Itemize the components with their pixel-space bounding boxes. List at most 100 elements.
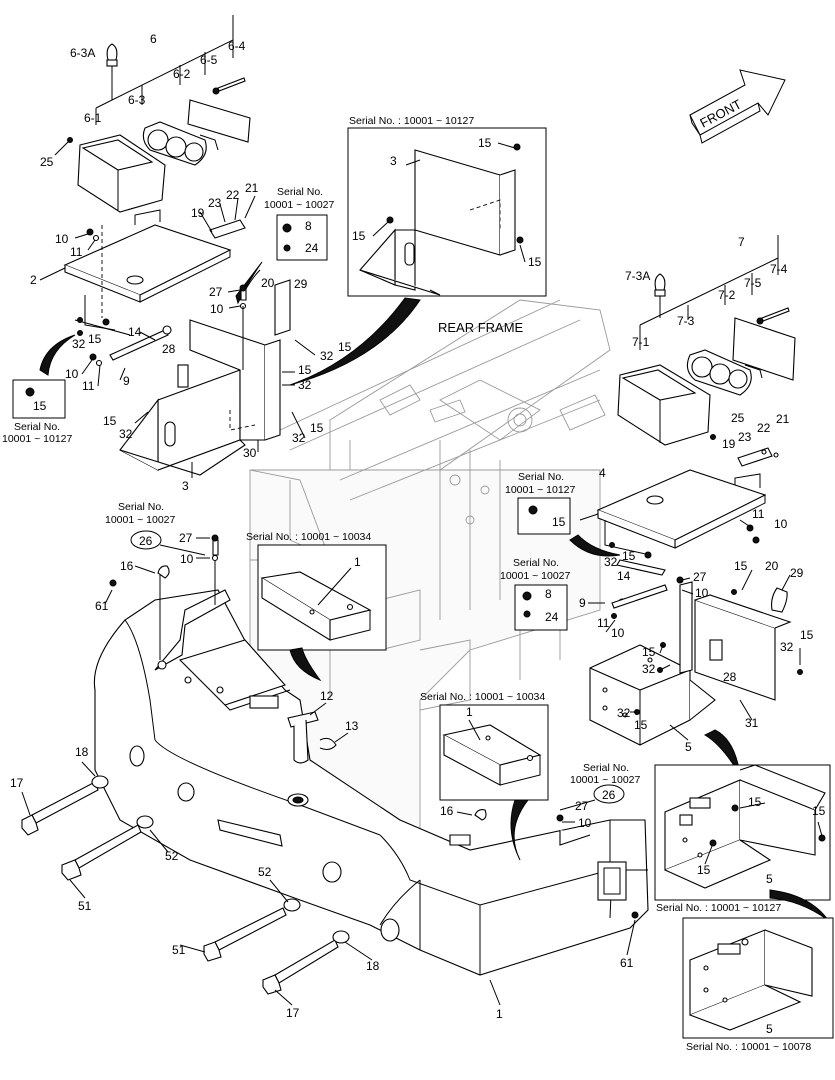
serial-note: Serial No. : 10001 ~ 10127 <box>656 902 781 914</box>
callout-1: 1 <box>496 1007 503 1021</box>
callout-6-4: 6-4 <box>228 39 246 53</box>
callout-10: 10 <box>774 517 788 531</box>
callout-15: 15 <box>812 804 826 818</box>
callout-32: 32 <box>72 337 86 351</box>
serial-note: Serial No. <box>277 186 323 198</box>
callout-25: 25 <box>731 411 745 425</box>
callout-19: 19 <box>722 437 736 451</box>
callout-7: 7 <box>738 235 745 249</box>
callout-19: 19 <box>191 206 205 220</box>
callout-32: 32 <box>292 431 306 445</box>
serial-note: Serial No. : 10001 ~ 10127 <box>349 115 474 127</box>
callout-5: 5 <box>766 872 773 886</box>
plate-4-right <box>596 469 767 576</box>
callout-15: 15 <box>352 229 366 243</box>
serial-box-15-left <box>12 379 66 419</box>
callout-9: 9 <box>123 374 130 388</box>
callout-15: 15 <box>697 863 711 877</box>
callout-32: 32 <box>617 706 631 720</box>
callout-8: 8 <box>545 587 552 601</box>
callout-21: 21 <box>245 181 259 195</box>
plate-1-inset-a <box>260 571 372 641</box>
callout-8: 8 <box>305 219 312 233</box>
callout-52: 52 <box>165 849 179 863</box>
bracket-5-right <box>589 576 803 746</box>
callout-15: 15 <box>103 414 117 428</box>
callout-15: 15 <box>33 399 47 413</box>
callout-32: 32 <box>119 427 133 441</box>
serial-note: 10001 ~ 10127 <box>2 433 73 445</box>
callout-32: 32 <box>780 640 794 654</box>
callout-7-2: 7-2 <box>718 288 736 302</box>
callout-2: 2 <box>30 273 37 287</box>
callout-31: 31 <box>745 716 759 730</box>
serial-note: Serial No. : 10001 ~ 10034 <box>246 531 371 543</box>
callout-24: 24 <box>305 241 319 255</box>
serial-note: 10001 ~ 10027 <box>105 514 176 526</box>
callout-26: 26 <box>139 534 153 548</box>
callout-32: 32 <box>604 555 618 569</box>
callout-15: 15 <box>298 363 312 377</box>
callout-15: 15 <box>622 549 636 563</box>
callout-15: 15 <box>88 332 102 346</box>
callout-10: 10 <box>180 552 194 566</box>
rear-frame-label: REAR FRAME <box>438 320 524 335</box>
bracket-5-inset-b <box>689 929 813 1031</box>
serial-note: 10001 ~ 10127 <box>505 484 576 496</box>
callout-27: 27 <box>575 799 589 813</box>
callout-6-1: 6-1 <box>84 111 102 125</box>
callout-6-2: 6-2 <box>173 67 191 81</box>
callout-7-3a: 7-3A <box>625 269 650 283</box>
counterweight-1 <box>93 560 649 976</box>
serial-box-8-24-left <box>276 214 328 261</box>
callout-30: 30 <box>243 446 257 460</box>
serial-note: Serial No. <box>513 557 559 569</box>
callout-10: 10 <box>65 367 79 381</box>
serial-note: Serial No. : 10001 ~ 10034 <box>420 691 545 703</box>
callout-24: 24 <box>545 610 559 624</box>
serial-note: Serial No. <box>518 471 564 483</box>
callout-28: 28 <box>162 342 176 356</box>
leader-lines <box>21 142 823 1006</box>
callout-10: 10 <box>210 302 224 316</box>
callout-51: 51 <box>172 943 186 957</box>
plate-2-left <box>39 209 232 367</box>
callout-14: 14 <box>617 569 631 583</box>
serial-note: Serial No. <box>118 501 164 513</box>
bolts-and-washers <box>21 775 350 995</box>
callout-10: 10 <box>578 816 592 830</box>
callout-21: 21 <box>776 412 790 426</box>
callout-20: 20 <box>765 559 779 573</box>
callout-3: 3 <box>390 154 397 168</box>
callout-20: 20 <box>261 276 275 290</box>
callout-7-1: 7-1 <box>632 335 650 349</box>
callout-32: 32 <box>320 349 334 363</box>
bracket-3-left <box>119 219 291 476</box>
callout-11: 11 <box>82 379 95 393</box>
callout-6-3: 6-3 <box>128 93 146 107</box>
serial-note: 10001 ~ 10027 <box>500 570 571 582</box>
callout-1: 1 <box>354 555 361 569</box>
serial-note: 10001 ~ 10027 <box>264 199 335 211</box>
callout-6-5: 6-5 <box>200 53 218 67</box>
callout-9: 9 <box>579 596 586 610</box>
bracket-5-inset-a <box>664 764 826 889</box>
right-lamp-group <box>617 235 796 467</box>
callout-18: 18 <box>366 959 380 973</box>
callout-22: 22 <box>226 188 240 202</box>
callout-3: 3 <box>182 479 189 493</box>
callout-29: 29 <box>790 566 804 580</box>
front-arrow: FRONT <box>689 69 786 144</box>
callout-5: 5 <box>766 1022 773 1036</box>
callout-14: 14 <box>128 325 142 339</box>
callout-22: 22 <box>757 421 771 435</box>
callout-7-4: 7-4 <box>770 262 788 276</box>
callout-32: 32 <box>298 378 312 392</box>
callout-16: 16 <box>120 559 134 573</box>
callout-17: 17 <box>10 776 24 790</box>
callout-7-5: 7-5 <box>744 276 762 290</box>
callout-13: 13 <box>345 719 359 733</box>
callout-15: 15 <box>528 255 542 269</box>
callout-15: 15 <box>478 136 492 150</box>
callout-12: 12 <box>320 689 334 703</box>
